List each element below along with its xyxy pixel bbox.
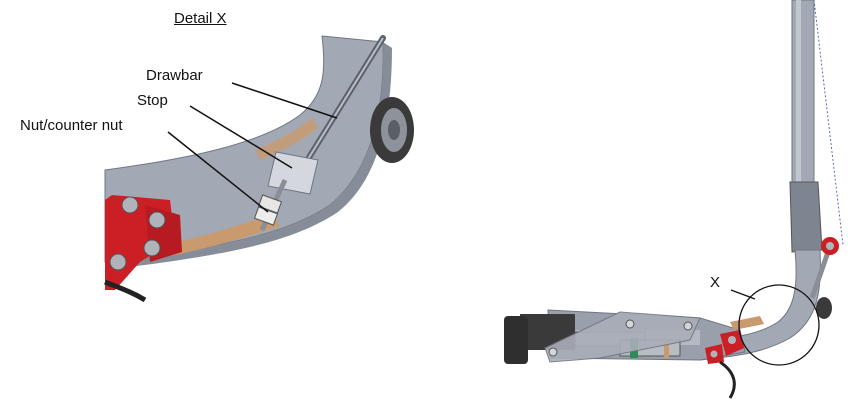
nut-counter-nut-label: Nut/counter nut [20,117,123,134]
overview-red-brackets [705,330,744,364]
nut-leader [167,131,269,213]
overview-hose [719,360,736,399]
detail-x-circle [738,284,820,366]
overview-small-wheel [816,297,832,319]
detail-frame-shade [105,42,392,270]
overview-guide-line [813,0,844,246]
stop-label: Stop [137,92,168,109]
overview-mast [791,0,815,186]
stop-leader [189,105,293,169]
drawbar-label: Drawbar [146,67,203,84]
detail-stop-block [267,151,319,195]
overview-mast-base [789,181,823,253]
overview-arm-plate [544,311,701,363]
x-marker-label: X [710,274,721,291]
detail-red-bracket [105,195,182,290]
detail-nut [253,194,283,226]
detail-wheel [370,97,414,163]
detail-cable [104,279,147,303]
detail-leaders [167,82,338,213]
x-marker-leader [730,289,756,300]
drawbar-leader [231,82,338,119]
detail-title: Detail X [174,10,227,27]
detail-wood-strip [165,214,280,256]
detail-view [104,35,414,303]
overview-view [504,0,844,399]
detail-wood-strip-2 [255,118,318,160]
